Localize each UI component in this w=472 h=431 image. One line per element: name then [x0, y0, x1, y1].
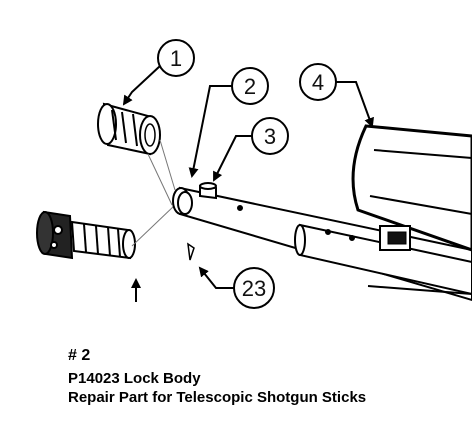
leader-lines [131, 139, 176, 247]
main-tube-assembly [172, 182, 472, 302]
callout-23: 23 [198, 266, 275, 309]
callout-4-arrow [336, 81, 374, 128]
callout-3-arrow [213, 135, 252, 182]
part-4-handle [351, 124, 472, 295]
callout-23-arrow [198, 266, 234, 289]
callout-2-number: 2 [244, 74, 256, 99]
callout-1: 1 [122, 39, 195, 106]
part-description: Repair Part for Telescopic Shotgun Stick… [68, 389, 367, 406]
part-title: P14023 Lock Body [68, 370, 201, 387]
part-number-label: # 2 [68, 347, 91, 364]
callout-23-number: 23 [242, 276, 266, 301]
callout-1-circle [157, 39, 195, 77]
callout-3: 3 [213, 117, 289, 182]
part-1-end-cap [97, 102, 161, 156]
callout-3-number: 3 [264, 124, 276, 149]
callout-2: 2 [188, 67, 269, 178]
callout-4-number: 4 [312, 70, 324, 95]
part-caption: # 2 P14023 Lock Body Repair Part for Tel… [68, 346, 366, 407]
callout-1-arrow [122, 65, 161, 106]
threaded-plunger [36, 210, 136, 260]
callout-4: 4 [299, 63, 374, 128]
exploded-parts-diagram: 1 2 3 4 23 [36, 39, 472, 309]
callout-1-number: 1 [170, 46, 182, 71]
callout-2-arrow [188, 85, 232, 178]
